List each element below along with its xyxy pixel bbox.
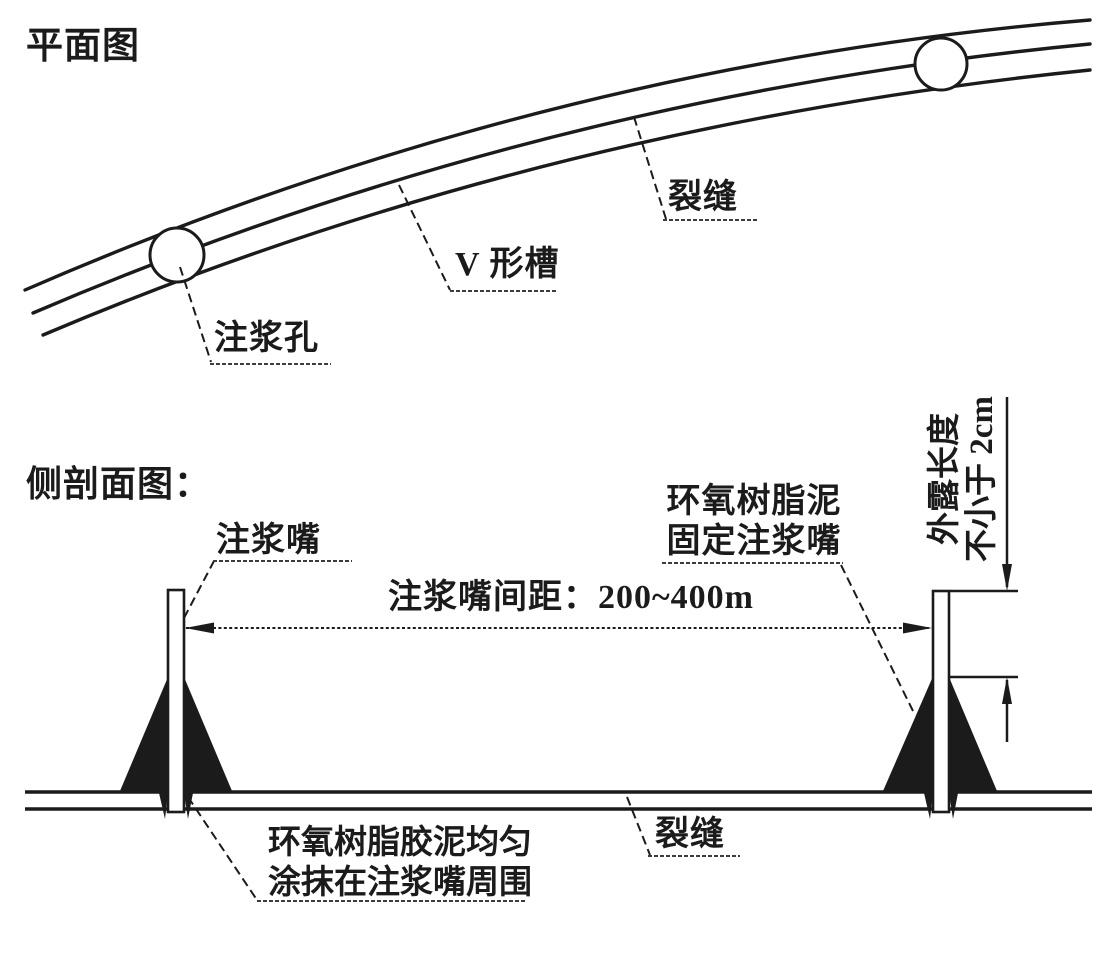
spacing-arrow-left [185, 622, 214, 634]
grout-hole-right-circle [913, 36, 969, 92]
groove-edge-lower-curve [41, 68, 1092, 337]
v-groove-label: V 形槽 [455, 246, 560, 283]
section-view-underlines [213, 560, 843, 902]
exposed-arrow-down [1002, 564, 1012, 591]
grout-hole-left-circle [148, 226, 206, 284]
epoxy-spread-leader-line [187, 796, 258, 901]
epoxy-fix-leader-line [840, 564, 914, 712]
crack-label-plan: 裂缝 [668, 179, 738, 216]
epoxy-fix-label-line1: 环氧树脂泥 [666, 483, 842, 520]
spacing-dimension [185, 622, 932, 634]
epoxy-spread-label-line2: 涂抹在注浆嘴周围 [268, 865, 532, 901]
epoxy-fix-label: 环氧树脂泥 固定注浆嘴 [665, 482, 843, 562]
epoxy-spread-label: 环氧树脂胶泥均匀 涂抹在注浆嘴周围 [268, 823, 532, 903]
plan-view-drawing [23, 18, 1092, 337]
plan-view-underlines [210, 219, 757, 365]
grout-hole-leader-line [179, 266, 212, 363]
spacing-arrow-right [903, 622, 932, 634]
grout-hole-label: 注浆孔 [214, 320, 319, 357]
section-view-drawing [25, 588, 1092, 819]
subsurface-wedge-right-a [924, 793, 933, 819]
exposed-length-label-line1: 外露长度 [927, 413, 963, 546]
nozzle-tube-left [166, 588, 186, 814]
nozzle-leader-line [183, 560, 215, 619]
section-view-title: 侧剖面图： [26, 464, 212, 504]
subsurface-wedge-right-b [949, 793, 958, 819]
exposed-length-label-line2: 不小于 2cm [964, 396, 1000, 562]
subsurface-wedge-left-a [159, 793, 168, 819]
nozzle-label: 注浆嘴 [216, 522, 321, 559]
exposed-arrow-up [1002, 677, 1012, 704]
nozzle-spacing-dimension-text: 注浆嘴间距：200~400m [388, 579, 755, 616]
epoxy-spread-label-line1: 环氧树脂胶泥均匀 [268, 825, 532, 861]
crack-leader-line [633, 116, 667, 220]
nozzle-tube-right [931, 589, 951, 814]
plan-view-title: 平面图 [26, 26, 140, 67]
exposed-length-label: 外露长度 不小于 2cm [927, 396, 1001, 562]
exposed-length-dimension [950, 397, 1018, 742]
epoxy-fix-label-line2: 固定注浆嘴 [666, 523, 842, 560]
plan-view-leaders [179, 116, 667, 363]
crack-bottom-leader-line [626, 796, 651, 856]
crack-label-section: 裂缝 [655, 816, 725, 853]
v-groove-leader-line [398, 184, 451, 291]
section-view-leaders [183, 560, 914, 901]
